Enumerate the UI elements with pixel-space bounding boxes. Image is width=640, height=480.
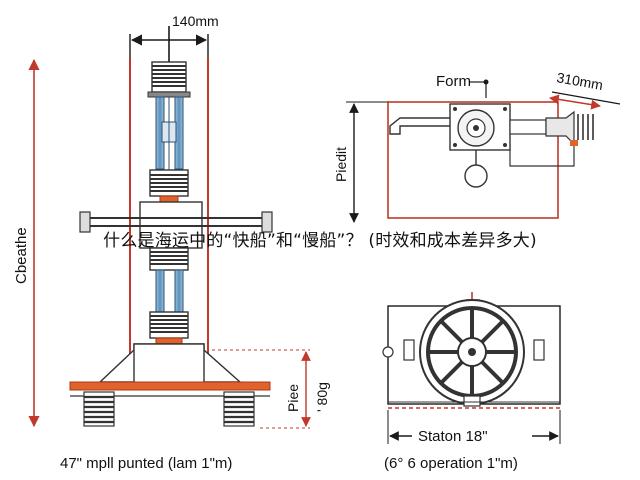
wheel-assembly: Staton 18" (6° 6 operation 1"m) — [382, 292, 561, 472]
piee-label-2: ' 80g — [314, 382, 330, 412]
form-label: Form — [436, 73, 471, 90]
left-machine: 140mm — [13, 13, 330, 472]
base-pedestal — [69, 343, 271, 397]
foot-spring-right — [223, 391, 255, 427]
right-dim-label: 310mm — [555, 69, 604, 93]
form-frame — [387, 101, 559, 219]
top-spring — [147, 61, 191, 98]
lower-tubes — [155, 269, 184, 315]
piedit-label: Piedit — [333, 147, 349, 182]
piee-label-1: Piee — [285, 384, 301, 412]
bottom-spring — [149, 311, 189, 345]
station-label: Staton 18" — [418, 428, 488, 445]
middle-spring — [149, 169, 189, 203]
crosshead — [79, 201, 273, 249]
question-overlay: 什么是海运中的“快船”和“慢船”？ (时效和成本差异多大) — [103, 231, 537, 251]
upper-tubes — [155, 96, 184, 172]
left-caption: 47" mpll punted (lam 1"m) — [60, 455, 232, 472]
top-width-label: 140mm — [172, 13, 219, 29]
lower-spring-upper — [149, 247, 189, 271]
form-assembly: Form Piedit 310mm — [333, 69, 621, 223]
right-caption: (6° 6 operation 1"m) — [384, 455, 518, 472]
left-height-label: Cbeathe — [13, 227, 30, 284]
foot-spring-left — [83, 391, 115, 427]
right-dimension — [549, 94, 601, 110]
